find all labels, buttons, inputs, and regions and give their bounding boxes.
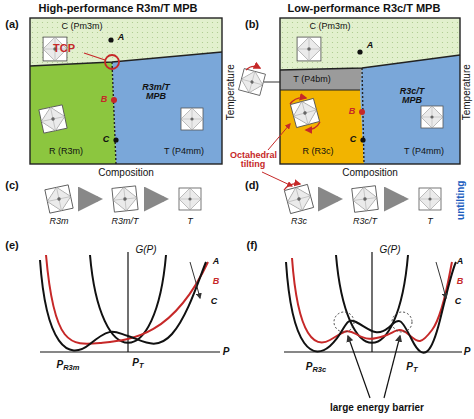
figure-label: Composition xyxy=(98,168,154,179)
figure-label: C xyxy=(350,135,357,144)
figure-label: untilting xyxy=(457,180,468,219)
figure-label: C xyxy=(103,135,110,144)
figure-label: G(P) xyxy=(135,245,156,256)
figure-label: R3c xyxy=(291,217,307,226)
figure-label: Temperature xyxy=(226,64,237,120)
figure-label: R3c/T MPB xyxy=(392,87,432,106)
figure-label: T (P4bm) xyxy=(293,75,330,84)
figure-label: (a) xyxy=(5,19,18,31)
figure-label: C (Pm3m) xyxy=(310,22,351,31)
figure-label: large energy barrier xyxy=(330,403,424,414)
figure-label: B xyxy=(101,95,108,104)
figure-label: (d) xyxy=(245,180,259,192)
figure-label: R (R3c) xyxy=(303,147,334,156)
figure-label: C xyxy=(211,297,218,306)
figure-label: R (R3m) xyxy=(49,147,83,156)
figure-label: G(P) xyxy=(379,245,400,256)
figure-label: A xyxy=(118,33,125,42)
polarization-label: PT xyxy=(406,362,417,374)
figure-label: C xyxy=(455,297,462,306)
figure-label: (b) xyxy=(245,19,259,31)
figure-label: Composition xyxy=(342,168,398,179)
figure-label: Temperature xyxy=(462,64,473,120)
figure-label: B xyxy=(213,277,220,286)
figure-label: A xyxy=(367,41,374,50)
figure-label: T xyxy=(187,217,193,226)
figure-label: T (P4mm) xyxy=(404,147,444,156)
figure-label: R3m/T MPB xyxy=(136,83,176,102)
figure-label: T xyxy=(427,217,433,226)
figure-label: B xyxy=(457,277,464,286)
figure-label: (f) xyxy=(247,240,258,252)
figure-label: C (Pm3m) xyxy=(62,22,103,31)
figure-label: TCP xyxy=(53,43,75,55)
figure-label: (e) xyxy=(5,240,18,252)
figure-label: R3m/T xyxy=(112,217,139,226)
figure-label: A xyxy=(213,257,220,266)
figure-label: R3m xyxy=(49,217,68,226)
figure-label: Low-performance R3c/T MPB xyxy=(288,3,441,15)
polarization-label: PR3c xyxy=(306,362,326,374)
figure-label: T (P4mm) xyxy=(164,147,204,156)
polarization-label: PR3m xyxy=(57,360,80,372)
figure-label: Octahedral tilting xyxy=(230,151,276,170)
figure-label: P xyxy=(223,347,230,358)
figure-label: (c) xyxy=(5,180,18,192)
figure-label: B xyxy=(349,107,356,116)
figure-label: R3c/T xyxy=(353,217,377,226)
figure-label: P xyxy=(464,347,471,358)
polarization-label: PT xyxy=(132,358,143,370)
figure-label: A xyxy=(457,257,464,266)
figure-label: High-performance R3m/T MPB xyxy=(39,3,198,15)
